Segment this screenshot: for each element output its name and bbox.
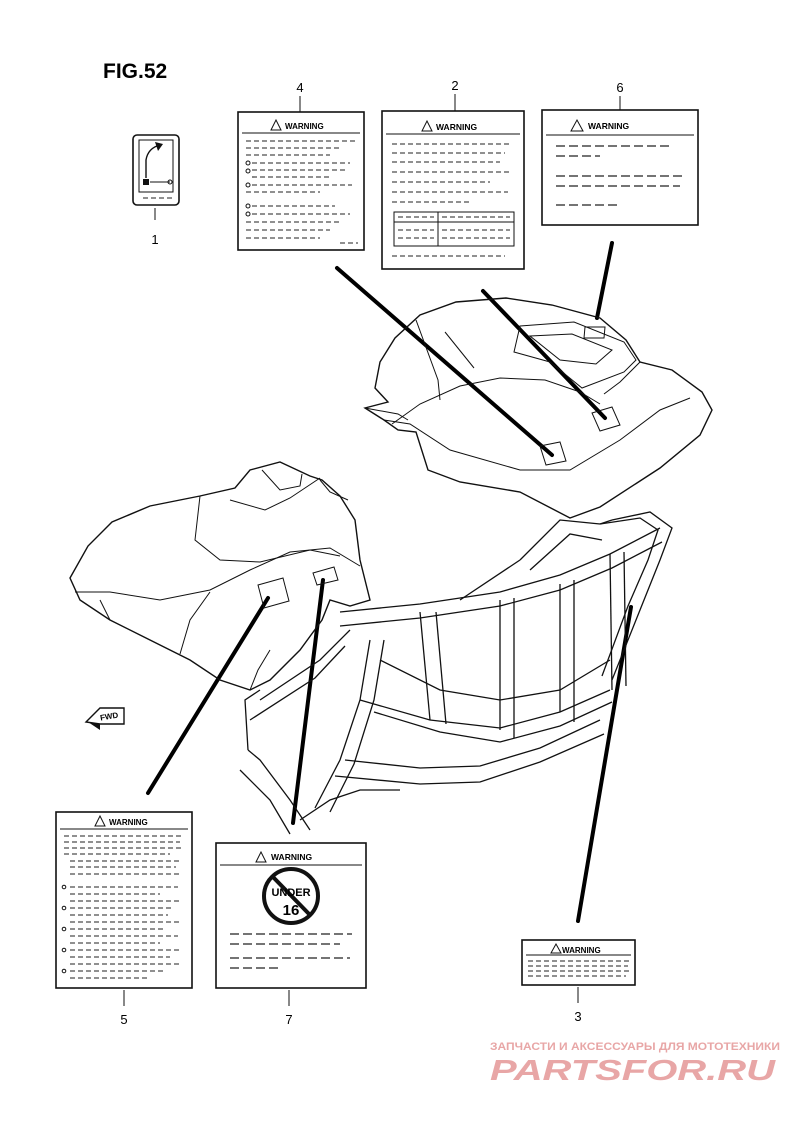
fwd-text: FWD <box>99 711 119 723</box>
label-part-5: WARNING 5 <box>55 811 193 1027</box>
rear-fender <box>363 297 713 519</box>
vehicle-frame <box>239 511 673 835</box>
front-fender <box>69 461 371 691</box>
warning-title-7: WARNING <box>271 852 312 862</box>
warning-title-5: WARNING <box>109 818 148 827</box>
warning-title-4: WARNING <box>285 122 324 131</box>
label-part-7: WARNING UNDER 16 7 <box>215 842 367 1027</box>
watermark-brand-logo: PARTSFOR.RU <box>490 1055 776 1087</box>
warning-title-6: WARNING <box>588 121 629 131</box>
part-number-2: 2 <box>451 78 458 93</box>
label-part-4: 4 WARNING <box>237 80 365 251</box>
watermark: ЗАПЧАСТИ И АКСЕССУАРЫ ДЛЯ МОТОТЕХНИКИ PA… <box>490 1041 780 1087</box>
part-number-3: 3 <box>574 1009 581 1024</box>
part-number-1: 1 <box>151 232 158 247</box>
part-number-4: 4 <box>296 80 303 95</box>
badge-bottom-text: 16 <box>283 902 300 919</box>
figure-title: FIG.52 <box>103 60 167 83</box>
part-number-7: 7 <box>285 1012 292 1027</box>
fwd-direction-arrow: FWD <box>84 707 125 730</box>
label-part-2: 2 WARNING <box>381 78 525 270</box>
label-part-1: 1 <box>132 134 180 247</box>
warning-title-2: WARNING <box>436 122 477 132</box>
part-number-5: 5 <box>120 1012 127 1027</box>
badge-top-text: UNDER <box>271 887 310 899</box>
label-part-6: 6 WARNING <box>541 80 699 226</box>
under-16-prohibition-badge: UNDER 16 <box>262 867 320 925</box>
watermark-tagline: ЗАПЧАСТИ И АКСЕССУАРЫ ДЛЯ МОТОТЕХНИКИ <box>490 1041 780 1053</box>
part-number-6: 6 <box>616 80 623 95</box>
leader-lines <box>146 241 633 923</box>
label-part-3: WARNING 3 <box>521 939 636 1024</box>
warning-title-3: WARNING <box>562 946 601 955</box>
